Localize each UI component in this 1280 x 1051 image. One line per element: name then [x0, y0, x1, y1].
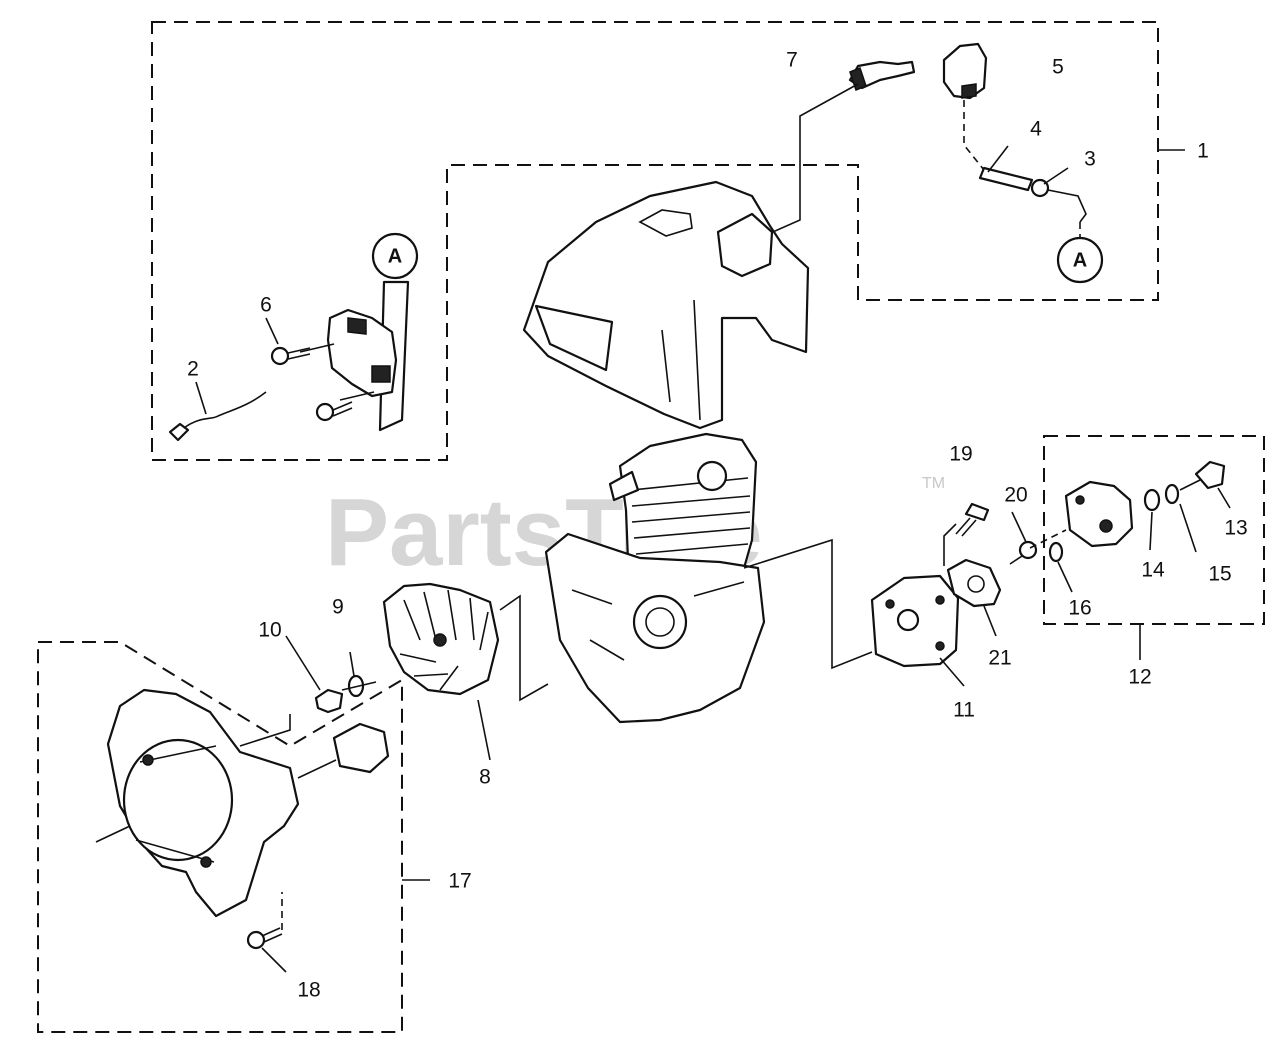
engine-housing-part[interactable] — [106, 688, 300, 918]
callout-9: 9 — [332, 596, 344, 619]
screw-19-part[interactable] — [955, 502, 990, 537]
bolt-20-part[interactable] — [1009, 540, 1038, 565]
screw-18-part[interactable] — [246, 927, 283, 950]
ignition-group-box — [151, 21, 1159, 461]
washer-14-part[interactable] — [1143, 488, 1161, 512]
callout-20: 20 — [1004, 484, 1027, 507]
callout-1: 1 — [1197, 140, 1209, 163]
spring-part[interactable] — [978, 166, 1034, 192]
callout-7: 7 — [786, 49, 798, 72]
housing-group-box — [37, 641, 403, 1033]
connector-a-left: A — [371, 232, 419, 280]
connector-a-right: A — [1056, 236, 1104, 284]
callout-2: 2 — [187, 358, 199, 381]
washer-16-part[interactable] — [1048, 541, 1064, 563]
watermark-trademark: TM — [922, 475, 945, 492]
gasket-plate-part[interactable] — [946, 558, 1002, 608]
ignition-module-part[interactable] — [326, 280, 410, 432]
nut-part[interactable] — [314, 688, 344, 714]
crankcase-part[interactable] — [544, 532, 766, 724]
screw-part-upper[interactable] — [270, 346, 311, 366]
callout-11: 11 — [953, 699, 975, 722]
callout-4: 4 — [1030, 118, 1042, 141]
shoulder-bolt-13-part[interactable] — [1179, 460, 1226, 491]
ground-wire-part[interactable] — [168, 391, 267, 442]
callout-10: 10 — [258, 619, 281, 642]
flywheel-part[interactable] — [382, 582, 500, 696]
washer-15-part[interactable] — [1164, 483, 1180, 505]
cylinder-cover-part[interactable] — [522, 180, 810, 430]
housing-bracket-part[interactable] — [332, 722, 390, 774]
clutch-drum-part[interactable] — [870, 574, 960, 668]
callout-15: 15 — [1208, 563, 1231, 586]
svg-text:A: A — [1073, 249, 1087, 271]
callout-8: 8 — [479, 766, 491, 789]
engine-cylinder-part[interactable] — [608, 432, 758, 598]
callout-13: 13 — [1224, 517, 1247, 540]
screw-part-lower[interactable] — [315, 401, 353, 422]
spark-plug-part[interactable] — [848, 60, 916, 91]
callout-19: 19 — [949, 443, 972, 466]
callout-12: 12 — [1128, 666, 1151, 689]
callout-14: 14 — [1141, 559, 1165, 582]
callout-16: 16 — [1068, 597, 1091, 620]
callout-3: 3 — [1084, 148, 1096, 171]
spark-plug-boot-part[interactable] — [942, 42, 988, 100]
callout-5: 5 — [1052, 56, 1064, 79]
callout-6: 6 — [260, 294, 272, 317]
svg-text:A: A — [388, 245, 402, 267]
clutch-shoe-assembly-part[interactable] — [1064, 480, 1134, 548]
callout-17: 17 — [448, 870, 471, 893]
callout-18: 18 — [297, 979, 320, 1002]
clutch-group-box — [1043, 435, 1265, 625]
callout-21: 21 — [988, 647, 1011, 670]
